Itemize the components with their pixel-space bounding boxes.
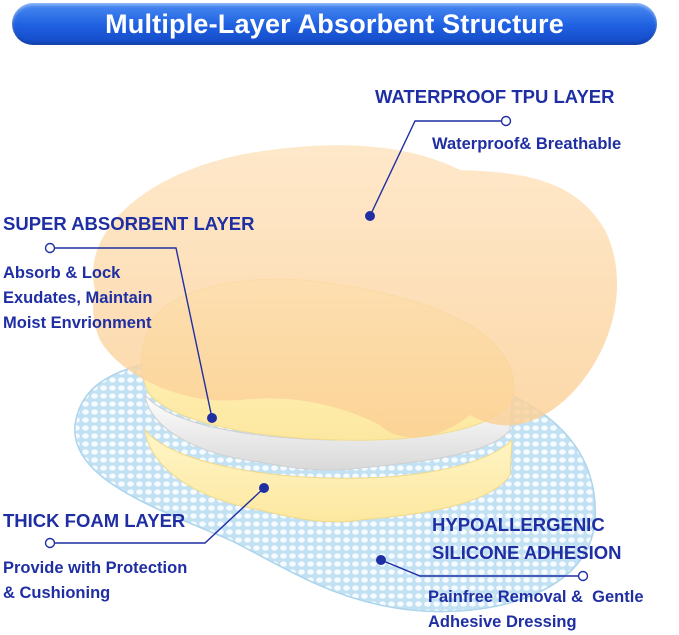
tpu-end-circle — [500, 115, 512, 127]
foam-layer-heading: THICK FOAM LAYER — [3, 510, 186, 531]
foam-end-circle — [44, 537, 56, 549]
absorbent-description-line: Exudates, Maintain — [3, 289, 153, 307]
tpu-layer-description: Waterproof& Breathable — [432, 132, 621, 157]
tpu-description-line: Waterproof& Breathable — [432, 135, 622, 153]
foam-description-line: Provide with Protection — [3, 559, 188, 577]
silicone-end-circle — [577, 570, 589, 582]
silicone-description-line: Adhesive Dressing — [428, 613, 577, 631]
foam-layer-description: Provide with Protection & Cushioning — [3, 556, 187, 606]
absorbent-end-circle — [44, 242, 56, 254]
silicone-layer-heading: HYPOALLERGENIC SILICONE ADHESION — [432, 511, 621, 567]
absorbent-layer-heading: SUPER ABSORBENT LAYER — [3, 213, 255, 234]
tpu-anchor-dot — [365, 211, 375, 221]
absorbent-leader-line — [50, 247, 213, 419]
silicone-description-line: Painfree Removal & Gentle — [428, 588, 644, 606]
foam-description-line: & Cushioning — [3, 584, 111, 602]
silicone-leader-line — [380, 559, 583, 577]
foam-anchor-dot — [259, 483, 269, 493]
tpu-layer-heading: WATERPROOF TPU LAYER — [375, 86, 615, 107]
title-banner: Multiple-Layer Absorbent Structure — [12, 3, 657, 45]
tpu-leader-line — [369, 120, 506, 217]
foam-leader-line — [50, 487, 265, 544]
page-title: Multiple-Layer Absorbent Structure — [105, 8, 564, 39]
absorbent-anchor-dot — [207, 413, 217, 423]
silicone-heading-line: SILICONE ADHESION — [432, 542, 622, 563]
absorbent-description-line: Moist Envrionment — [3, 314, 152, 332]
foam-layer-band — [144, 393, 513, 471]
silicone-anchor-dot — [376, 555, 386, 565]
silicone-layer-description: Painfree Removal & Gentle Adhesive Dress… — [428, 585, 644, 635]
absorbent-layer-description: Absorb & Lock Exudates, Maintain Moist E… — [3, 261, 152, 336]
tpu-layer-shape — [92, 145, 618, 438]
silicone-heading-line: HYPOALLERGENIC — [432, 514, 605, 535]
absorbent-description-line: Absorb & Lock — [3, 264, 121, 282]
